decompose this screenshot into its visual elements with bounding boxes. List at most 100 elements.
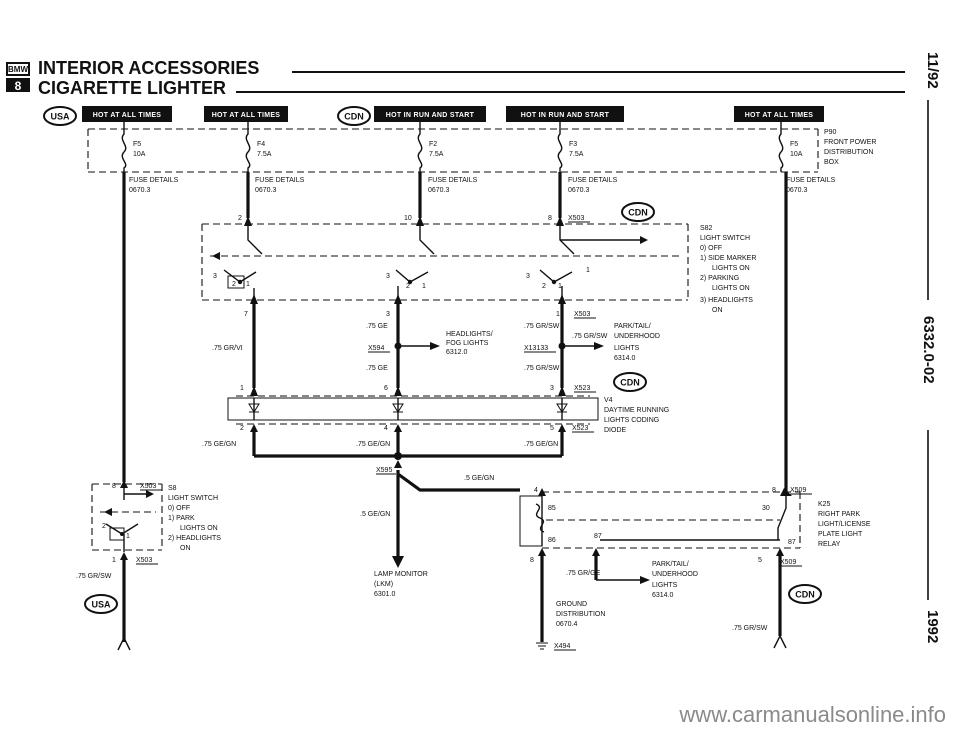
svg-text:2: 2 [406, 283, 410, 290]
power-bar-2: HOT AT ALL TIMES [204, 106, 288, 122]
svg-text:LIGHT/LICENSE: LIGHT/LICENSE [818, 521, 871, 528]
svg-text:X503: X503 [574, 311, 590, 318]
svg-text:PARK/TAIL/: PARK/TAIL/ [614, 323, 651, 330]
svg-text:.75 GR/SW: .75 GR/SW [524, 365, 560, 372]
svg-text:1: 1 [126, 533, 130, 540]
cdn-badge-v4: CDN [613, 372, 647, 392]
svg-text:2) PARKING: 2) PARKING [700, 275, 739, 282]
bmw-logo: BMW 8 [6, 62, 30, 93]
svg-text:3: 3 [213, 273, 217, 280]
svg-text:.5 GE/GN: .5 GE/GN [360, 511, 390, 518]
svg-text:3: 3 [550, 385, 554, 392]
svg-text:3: 3 [386, 273, 390, 280]
year-label: 1992 [924, 610, 941, 643]
svg-text:3) HEADLIGHTS: 3) HEADLIGHTS [700, 297, 753, 304]
svg-text:2) HEADLIGHTS: 2) HEADLIGHTS [168, 535, 221, 542]
svg-text:X509: X509 [780, 559, 796, 566]
svg-text:F2: F2 [429, 141, 437, 148]
power-bar-1: HOT AT ALL TIMES [82, 106, 172, 122]
svg-text:S82: S82 [700, 225, 713, 232]
svg-text:K25: K25 [818, 501, 831, 508]
svg-text:1: 1 [246, 281, 250, 288]
svg-text:X509: X509 [790, 487, 806, 494]
svg-text:.75 GR/SW: .75 GR/SW [572, 333, 608, 340]
svg-text:LIGHTS ON: LIGHTS ON [712, 265, 750, 272]
svg-text:FUSE DETAILS: FUSE DETAILS [786, 177, 836, 184]
svg-text:DAYTIME RUNNING: DAYTIME RUNNING [604, 407, 669, 414]
s82-output-wires: .75 GR/VI .75 GE X594 .75 GE .75 GR/SW X… [212, 304, 660, 388]
svg-text:UNDERHOOD: UNDERHOOD [614, 333, 660, 340]
v4-output-wires: .75 GE/GN .75 GE/GN .75 GE/GN X595 .5 GE… [202, 432, 564, 598]
svg-text:FUSE DETAILS: FUSE DETAILS [129, 177, 179, 184]
svg-text:5: 5 [758, 557, 762, 564]
svg-text:6301.0: 6301.0 [374, 591, 396, 598]
svg-text:LIGHT SWITCH: LIGHT SWITCH [168, 495, 218, 502]
svg-text:LAMP MONITOR: LAMP MONITOR [374, 571, 428, 578]
svg-text:LIGHTS ON: LIGHTS ON [180, 525, 218, 532]
page-title: INTERIOR ACCESSORIES [38, 58, 259, 78]
svg-text:HOT AT ALL TIMES: HOT AT ALL TIMES [93, 112, 162, 119]
svg-text:2: 2 [240, 425, 244, 432]
svg-text:X503: X503 [136, 557, 152, 564]
svg-text:LIGHTS ON: LIGHTS ON [712, 285, 750, 292]
svg-text:87: 87 [594, 533, 602, 540]
svg-text:10A: 10A [790, 151, 803, 158]
svg-text:RIGHT PARK: RIGHT PARK [818, 511, 860, 518]
cdn-badge-top: CDN [337, 106, 371, 126]
svg-text:6314.0: 6314.0 [614, 355, 636, 362]
svg-text:FOG LIGHTS: FOG LIGHTS [446, 340, 489, 347]
svg-text:1) SIDE MARKER: 1) SIDE MARKER [700, 255, 756, 262]
s8-label: S8 LIGHT SWITCH 0) OFF 1) PARK LIGHTS ON… [168, 485, 221, 552]
date-label: 11/92 [924, 52, 941, 89]
svg-text:DISTRIBUTION: DISTRIBUTION [824, 149, 873, 156]
svg-text:1: 1 [240, 385, 244, 392]
svg-text:F5: F5 [133, 141, 141, 148]
svg-text:8: 8 [15, 79, 22, 93]
svg-text:USA: USA [91, 600, 111, 610]
usa-badge-top: USA [43, 106, 77, 126]
svg-text:2: 2 [232, 281, 236, 288]
svg-text:0670.3: 0670.3 [129, 187, 151, 194]
svg-text:CDN: CDN [795, 590, 815, 600]
svg-text:0670.3: 0670.3 [428, 187, 450, 194]
svg-text:RELAY: RELAY [818, 541, 841, 548]
svg-text:S8: S8 [168, 485, 177, 492]
svg-text:FUSE DETAILS: FUSE DETAILS [568, 177, 618, 184]
svg-text:HOT IN RUN AND START: HOT IN RUN AND START [521, 112, 610, 119]
svg-text:X523: X523 [574, 385, 590, 392]
svg-text:8: 8 [530, 557, 534, 564]
fuse-f2: F2 7.5A FUSE DETAILS 0670.3 [417, 122, 478, 194]
svg-text:.75 GE: .75 GE [366, 323, 388, 330]
svg-text:8: 8 [112, 483, 116, 490]
svg-text:CDN: CDN [344, 112, 364, 122]
svg-text:.75 GE/GN: .75 GE/GN [524, 441, 558, 448]
k25-label: K25 RIGHT PARK LIGHT/LICENSE PLATE LIGHT… [818, 501, 871, 548]
svg-text:.75 GE: .75 GE [366, 365, 388, 372]
fuse-f5-right: F5 10A FUSE DETAILS 0670.3 [778, 122, 836, 194]
svg-text:2: 2 [542, 283, 546, 290]
svg-text:F4: F4 [257, 141, 265, 148]
ground-symbol: X494 [536, 642, 576, 651]
cdn-badge-s82: CDN [621, 202, 655, 222]
svg-text:.75 GR/GE: .75 GR/GE [566, 570, 601, 577]
svg-text:86: 86 [548, 537, 556, 544]
v4-label: V4 DAYTIME RUNNING LIGHTS CODING DIODE [604, 397, 669, 434]
svg-text:0670.4: 0670.4 [556, 621, 578, 628]
s8-light-switch: 8 X503 2 1 1 X503 .75 GR/SW [76, 480, 163, 651]
svg-text:CDN: CDN [628, 208, 648, 218]
svg-text:X503: X503 [140, 483, 156, 490]
fuse-feed-wires [122, 172, 788, 484]
svg-text:3: 3 [526, 273, 530, 280]
svg-text:0670.3: 0670.3 [255, 187, 277, 194]
svg-text:HOT AT ALL TIMES: HOT AT ALL TIMES [745, 112, 814, 119]
svg-text:6314.0: 6314.0 [652, 592, 674, 599]
power-bar-3: HOT IN RUN AND START [374, 106, 486, 122]
svg-text:LIGHTS: LIGHTS [614, 345, 640, 352]
svg-text:7: 7 [244, 311, 248, 318]
power-bar-5: HOT AT ALL TIMES [734, 106, 824, 122]
svg-text:2: 2 [238, 215, 242, 222]
svg-text:1: 1 [558, 283, 562, 290]
x503-label-s82: X503 [568, 215, 584, 222]
svg-text:F5: F5 [790, 141, 798, 148]
